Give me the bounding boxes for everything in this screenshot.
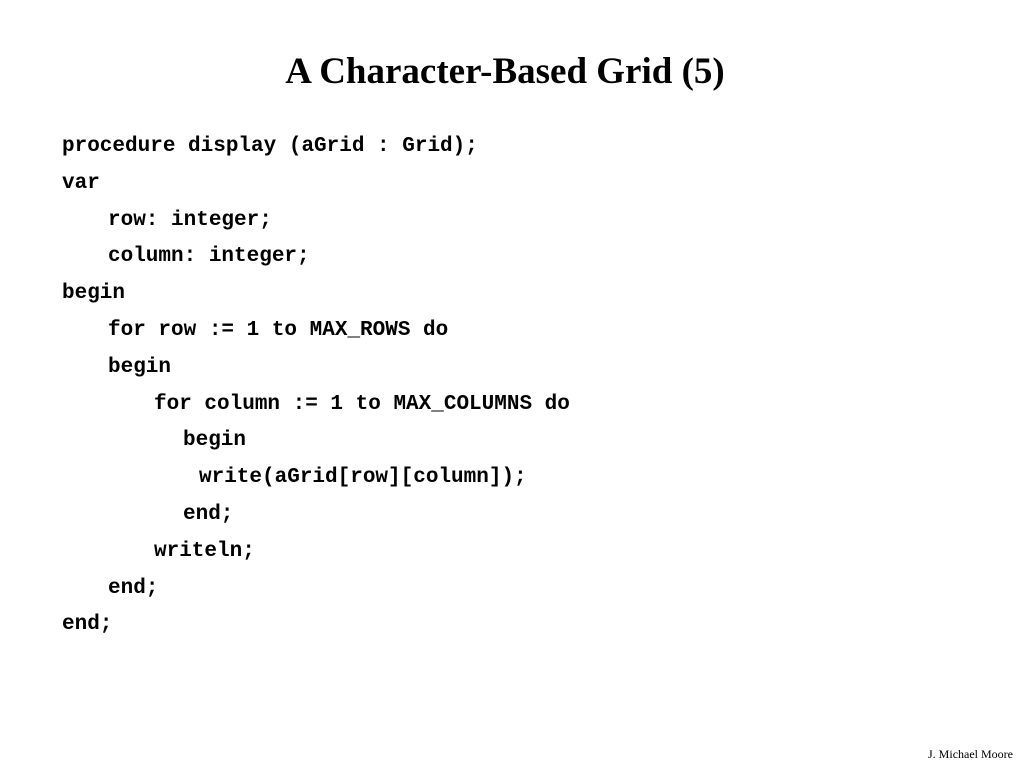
author-footer: J. Michael Moore [928, 747, 1013, 761]
code-line: begin [183, 429, 247, 453]
code-line: procedure display (aGrid : Grid); [62, 135, 478, 158]
code-line: row: integer; [108, 208, 272, 232]
code-line: begin [108, 355, 172, 379]
code-line: write(aGrid[row][column]); [199, 466, 527, 490]
code-line: end; [183, 502, 234, 526]
code-line: begin [62, 282, 126, 306]
code-block: procedure display (aGrid : Grid); var ro… [62, 129, 570, 644]
code-line: for row := 1 to MAX_ROWS do [108, 318, 449, 342]
code-line: var [62, 171, 100, 195]
code-line: end; [62, 613, 113, 637]
code-line: column: integer; [108, 245, 310, 269]
slide-title: A Character-Based Grid (5) [285, 51, 725, 92]
code-line: writeln; [154, 539, 255, 563]
code-line: end; [108, 576, 159, 600]
code-line: for column := 1 to MAX_COLUMNS do [154, 392, 570, 416]
